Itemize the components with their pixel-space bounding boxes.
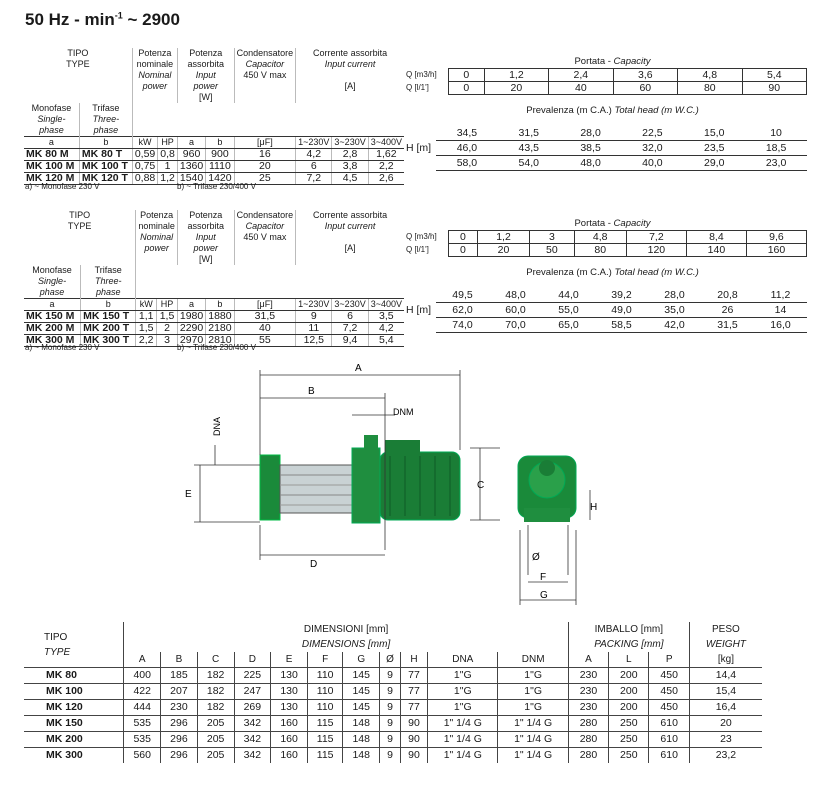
dim-label-dna: DNA — [212, 417, 222, 436]
dim-label-a: A — [355, 363, 362, 374]
dim-label-h: H — [590, 502, 597, 513]
dim-label-g: G — [540, 590, 548, 601]
pump-dimension-diagram: A B DNM D E DNA C H Ø F G — [185, 363, 597, 605]
dim-label-d: D — [310, 559, 317, 570]
pump-side-view — [259, 435, 461, 524]
page-title: 50 Hz - min-1 ~ 2900 — [25, 10, 180, 29]
note-single-phase-2: a) ~ Monofase 230 V — [25, 343, 100, 352]
dim-label-b: B — [308, 386, 315, 397]
dim-label-o: Ø — [532, 552, 540, 563]
dim-label-f: F — [540, 572, 546, 583]
dim-label-c: C — [477, 480, 484, 491]
note-single-phase: a) ~ Monofase 230 V — [25, 182, 100, 191]
note-three-phase: b) ~ Trifase 230/400 V — [177, 182, 256, 191]
pump-end-view — [517, 455, 577, 522]
dim-label-e: E — [185, 489, 192, 500]
dim-label-dnm: DNM — [393, 407, 414, 417]
note-three-phase-2: b) ~ Trifase 230/400 V — [177, 343, 256, 352]
